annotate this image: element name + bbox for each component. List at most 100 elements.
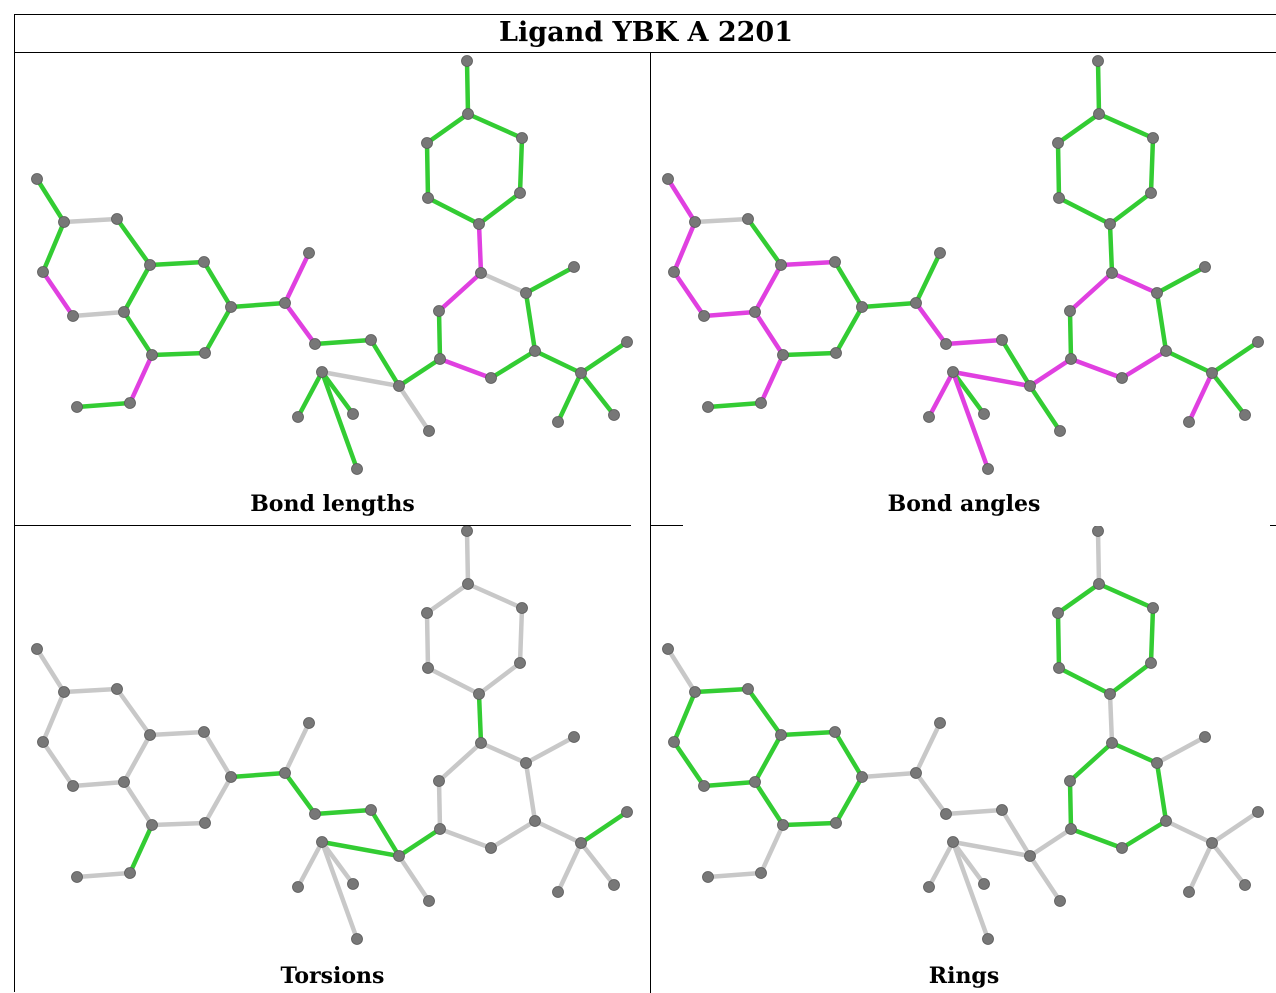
horizontal-divider-middle xyxy=(651,525,683,526)
bond xyxy=(1107,221,1115,276)
atom xyxy=(1106,737,1118,749)
atom xyxy=(1151,287,1163,299)
bond xyxy=(121,262,153,315)
bond xyxy=(295,369,325,420)
bond xyxy=(1163,348,1215,376)
atom xyxy=(199,817,211,829)
bond xyxy=(671,689,698,745)
atom xyxy=(347,878,359,890)
bond xyxy=(488,348,538,381)
atom xyxy=(777,819,789,831)
atom xyxy=(516,132,528,144)
bond xyxy=(121,779,155,828)
caption-bond-lengths: Bond lengths xyxy=(250,491,415,517)
atom xyxy=(978,878,990,890)
bond xyxy=(149,820,208,828)
bond xyxy=(1067,740,1115,784)
bond xyxy=(127,352,155,406)
atom xyxy=(461,55,473,67)
bond xyxy=(1027,356,1074,389)
atom xyxy=(423,425,435,437)
bond xyxy=(671,269,707,319)
atom xyxy=(144,729,156,741)
bond xyxy=(228,300,288,310)
atom xyxy=(529,345,541,357)
bond xyxy=(1209,370,1248,418)
atom xyxy=(198,256,210,268)
atom xyxy=(742,213,754,225)
atom xyxy=(829,256,841,268)
molecule-bond-angles xyxy=(662,55,1264,475)
bond xyxy=(555,840,584,895)
bond xyxy=(1067,270,1115,314)
bond xyxy=(950,369,987,417)
atom xyxy=(462,578,474,590)
atom xyxy=(702,871,714,883)
atom xyxy=(71,871,83,883)
atom xyxy=(1183,416,1195,428)
horizontal-divider-right xyxy=(1270,525,1276,526)
bond xyxy=(913,300,949,347)
bond xyxy=(319,839,402,859)
atom xyxy=(742,683,754,695)
atom xyxy=(423,895,435,907)
bond xyxy=(758,352,786,406)
bond xyxy=(1209,339,1261,376)
atom xyxy=(1052,607,1064,619)
atom xyxy=(1093,108,1105,120)
atom xyxy=(608,409,620,421)
bond xyxy=(950,839,1033,859)
bond xyxy=(1096,111,1156,141)
bond xyxy=(74,400,133,410)
atom xyxy=(421,607,433,619)
bond xyxy=(476,691,484,746)
bond xyxy=(1055,610,1062,671)
bond xyxy=(745,686,784,738)
atom xyxy=(1092,526,1104,537)
bond xyxy=(396,383,432,434)
bond xyxy=(578,809,630,846)
atom xyxy=(461,526,473,537)
bond xyxy=(319,839,356,887)
bond xyxy=(312,337,374,347)
bond xyxy=(396,826,443,859)
atom xyxy=(1206,367,1218,379)
bond xyxy=(950,369,1033,389)
atom xyxy=(422,192,434,204)
atom xyxy=(621,336,633,348)
atom xyxy=(1092,55,1104,67)
bond xyxy=(202,774,234,826)
bond xyxy=(202,304,234,356)
bond xyxy=(282,720,312,776)
atom xyxy=(1145,187,1157,199)
atom xyxy=(1145,657,1157,669)
bond xyxy=(701,309,758,319)
bond xyxy=(61,216,120,225)
bond xyxy=(436,308,443,362)
atom xyxy=(462,108,474,120)
bond xyxy=(1096,581,1156,611)
bond xyxy=(859,300,919,310)
atom xyxy=(144,259,156,271)
atom xyxy=(662,643,674,655)
atom xyxy=(856,301,868,313)
bond xyxy=(758,822,786,876)
bond xyxy=(1119,348,1169,381)
atom xyxy=(978,408,990,420)
bond xyxy=(1027,383,1063,434)
atom xyxy=(1054,895,1066,907)
atom xyxy=(1024,850,1036,862)
atom xyxy=(702,401,714,413)
bond xyxy=(943,807,1005,817)
atom xyxy=(58,216,70,228)
bond xyxy=(396,356,443,389)
bond xyxy=(745,216,784,268)
bond xyxy=(40,219,67,275)
atom xyxy=(225,301,237,313)
bond xyxy=(127,822,155,876)
atom xyxy=(568,731,580,743)
bond xyxy=(436,778,443,832)
bond xyxy=(1163,818,1215,846)
bond xyxy=(476,190,523,227)
atom xyxy=(351,933,363,945)
